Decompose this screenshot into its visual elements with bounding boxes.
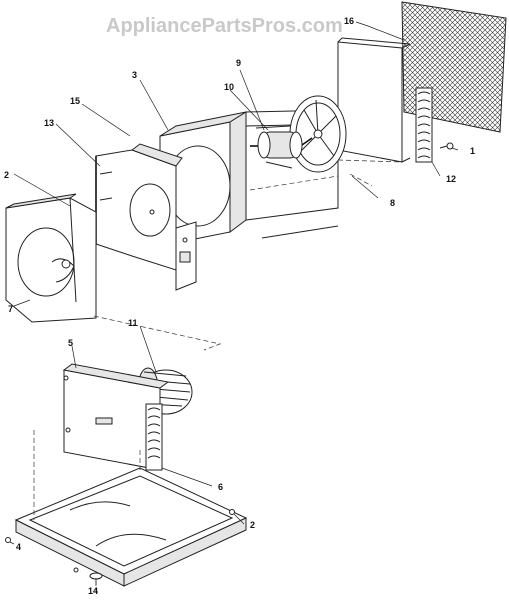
callout-4: 4 [16, 542, 21, 552]
base-pan-part [14, 467, 248, 587]
callout-7: 7 [8, 304, 13, 314]
front-panel-part [5, 193, 97, 323]
callout-3: 3 [132, 70, 137, 80]
fan-motor-part [250, 125, 313, 169]
callout-14: 14 [88, 586, 98, 596]
callout-13: 13 [44, 118, 54, 128]
callout-labels: 16 9 3 10 15 13 1 2 12 8 7 11 5 6 2 4 14 [4, 16, 475, 596]
leader-lines [9, 21, 459, 586]
condenser-shroud-part [159, 109, 339, 247]
callout-8: 8 [390, 198, 395, 208]
callout-1: 1 [470, 146, 475, 156]
callout-2-upper: 2 [4, 170, 9, 180]
partition-panel-part [95, 143, 183, 271]
callout-15: 15 [70, 96, 80, 106]
callout-10: 10 [224, 82, 234, 92]
callout-12: 12 [446, 174, 456, 184]
screws-group [5, 509, 235, 573]
screw-part-1 [439, 142, 454, 150]
assembly-lines [33, 159, 403, 592]
callout-2-lower: 2 [250, 520, 255, 530]
evaporator-coil-part [62, 363, 170, 471]
condenser-frame-part [337, 37, 411, 163]
callout-6: 6 [218, 482, 223, 492]
condenser-coil-part [415, 87, 433, 163]
control-bracket-part [175, 221, 197, 291]
callout-11: 11 [128, 318, 138, 328]
watermark-text: AppliancePartsPros.com [106, 15, 343, 37]
callout-5: 5 [68, 338, 73, 348]
callout-9: 9 [236, 58, 241, 68]
callout-16: 16 [344, 16, 354, 26]
